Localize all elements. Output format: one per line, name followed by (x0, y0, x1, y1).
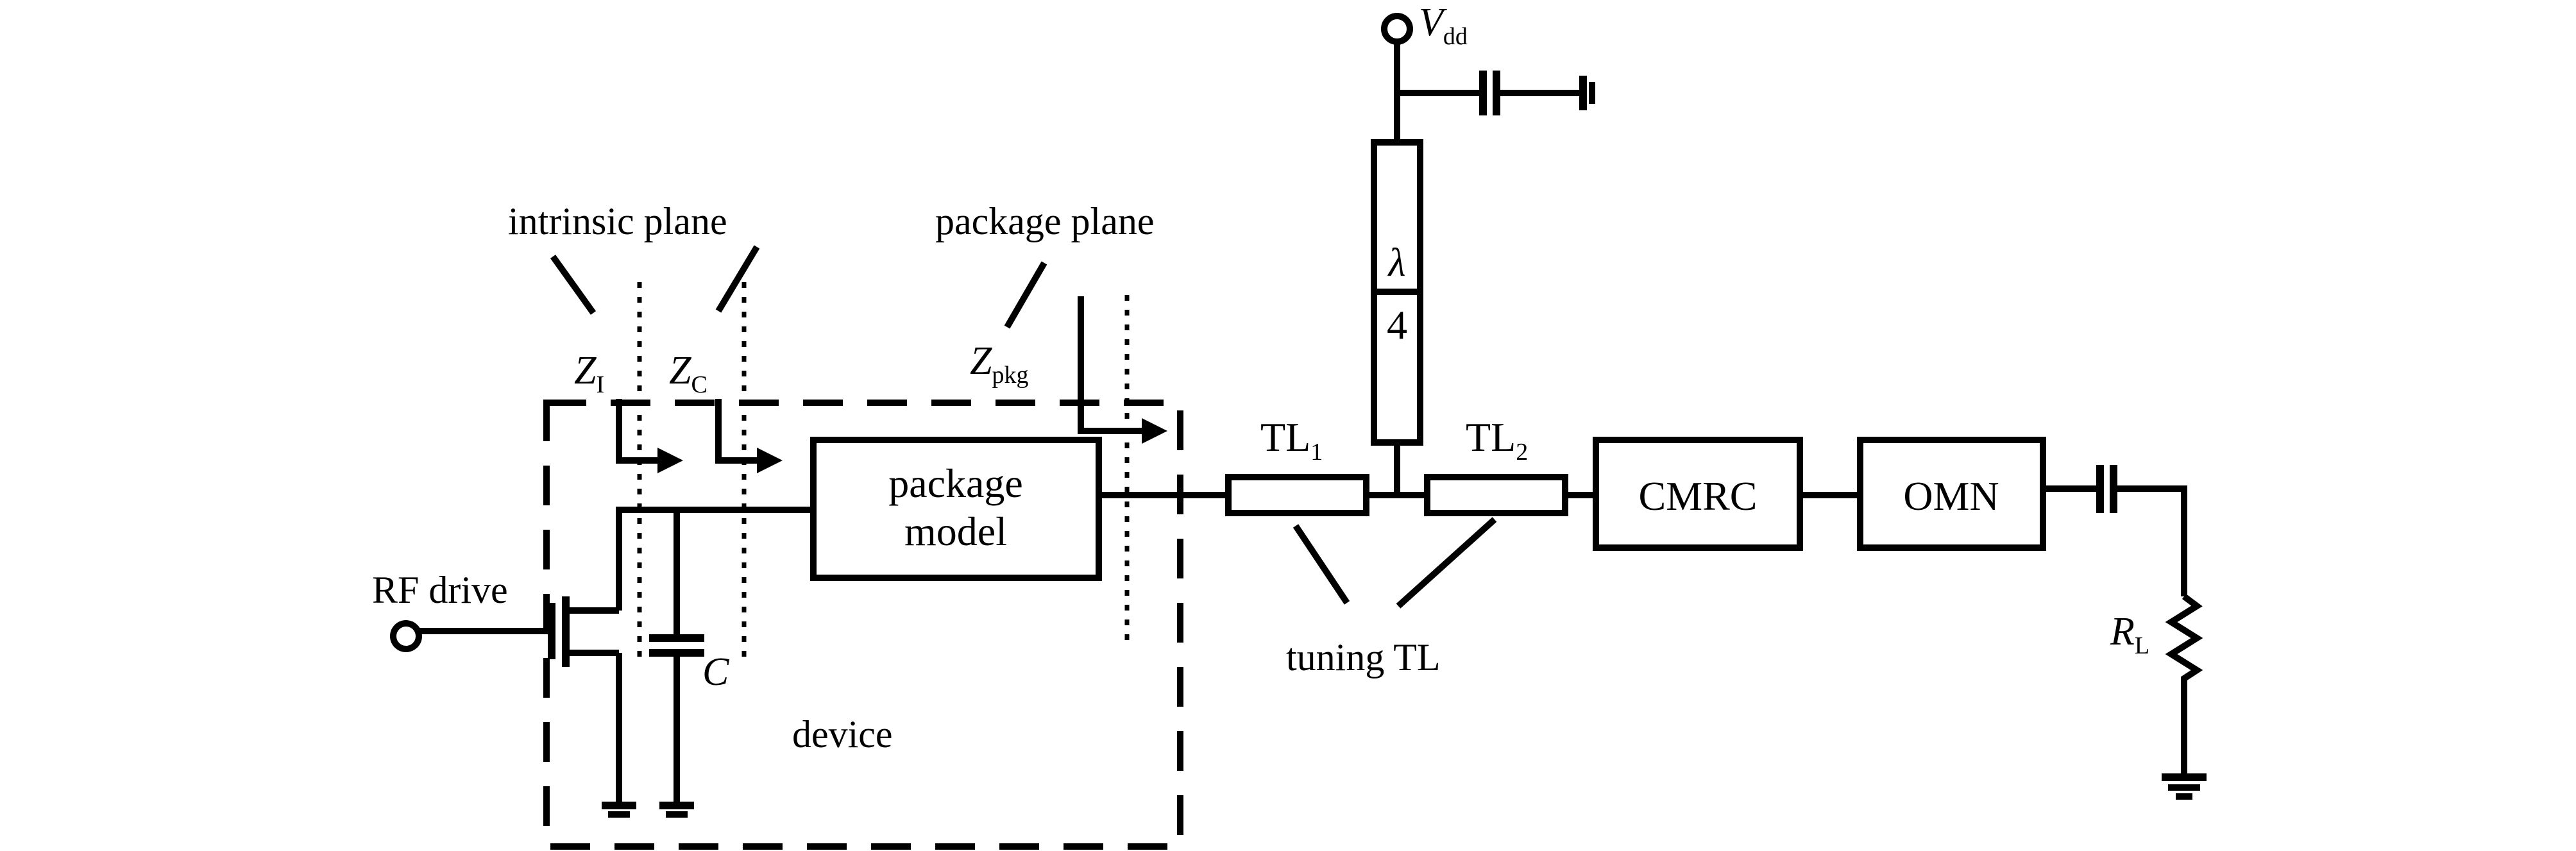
ground-symbol-load (2162, 773, 2207, 800)
package-leader (1004, 261, 1047, 329)
transistor (548, 507, 622, 803)
intrinsic-leader-right (715, 245, 760, 313)
z-c-label: ZC (669, 349, 708, 398)
ground-symbol-capacitor (659, 802, 694, 818)
output-dc-block-capacitor (2043, 465, 2187, 596)
rl-label: RL (2110, 610, 2149, 659)
bypass-capacitor (1397, 71, 1581, 115)
package-plane-label: package plane (935, 200, 1154, 242)
shunt-capacitor (649, 510, 704, 803)
package-model-label-line1: package (888, 460, 1023, 506)
tuning-tl-label: tuning TL (1286, 636, 1441, 678)
ground-symbol-source (602, 802, 636, 818)
tl1-block (1225, 474, 1369, 516)
cmrc-block (1593, 437, 1803, 551)
intrinsic-leader-left (550, 255, 597, 315)
tl2-label: TL2 (1466, 414, 1528, 466)
z-pkg-arrow (1078, 296, 1167, 444)
tuning-tl-leader-left (1292, 524, 1350, 605)
rf-drive-label: RF drive (372, 569, 508, 611)
z-i-arrow (616, 399, 683, 473)
omn-label: OMN (1903, 473, 1999, 519)
package-model-label-line2: model (904, 509, 1007, 554)
capacitor-c-label: C (702, 650, 729, 694)
load-resistor (2165, 594, 2203, 776)
z-c-arrow (715, 399, 783, 473)
tl2-block (1424, 474, 1568, 516)
vdd-label: Vdd (1419, 1, 1468, 50)
omn-block (1857, 437, 2046, 551)
tl1-label: TL1 (1260, 414, 1323, 466)
package-model-block (810, 437, 1102, 581)
lambda-label: λ (1387, 241, 1406, 285)
z-pkg-label: Zpkg (970, 339, 1028, 389)
z-i-label: ZI (574, 349, 604, 398)
cmrc-label: CMRC (1639, 473, 1758, 519)
vdd-terminal (1381, 13, 1413, 45)
ground-symbol-bypass (1579, 76, 1595, 110)
device-label: device (792, 713, 893, 755)
rf-input-terminal (390, 620, 422, 652)
tuning-tl-leader-right (1396, 517, 1497, 609)
intrinsic-plane-label: intrinsic plane (508, 200, 727, 242)
device-boundary (543, 400, 1183, 850)
quarter-label: 4 (1387, 302, 1407, 348)
